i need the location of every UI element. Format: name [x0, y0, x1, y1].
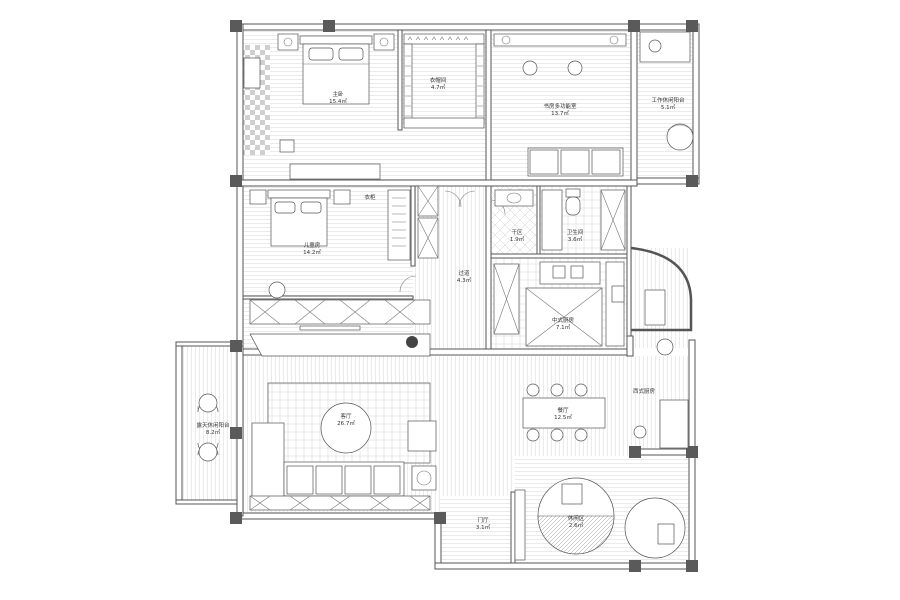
area-child-room: 14.2㎡ [303, 248, 321, 256]
kitchen-fixtures [493, 261, 674, 356]
master-bedroom-furniture [243, 33, 395, 180]
area-master-bedroom: 15.4㎡ [329, 97, 347, 105]
living-room-furniture [249, 382, 437, 511]
area-walk-in-closet: 4.7㎡ [431, 83, 446, 91]
label-kitchen: 中式厨房 [552, 316, 575, 324]
child-room-furniture [249, 185, 439, 357]
dining-furniture [522, 383, 689, 449]
label-western-kitchen: 西式厨房 [633, 387, 656, 395]
area-entrance: 3.1㎡ [476, 523, 491, 531]
label-living-room: 客厅 [340, 412, 352, 420]
area-hallway: 4.3㎡ [457, 276, 472, 284]
area-multi-room: 13.7㎡ [551, 109, 569, 117]
area-kitchen: 7.1㎡ [556, 323, 571, 331]
columns [230, 20, 698, 572]
area-dining-room: 12.5㎡ [554, 413, 572, 421]
area-living-room: 26.7㎡ [337, 419, 355, 427]
label-leisure-balcony: 露天休闲阳台 [196, 421, 230, 429]
area-wash-area: 1.9㎡ [510, 235, 525, 243]
label-wash-area: 干区 [511, 229, 523, 236]
label-dining-room: 餐厅 [557, 406, 569, 414]
label-work-balcony: 工作休闲阳台 [651, 96, 685, 104]
area-tea-area: 2.6㎡ [569, 521, 584, 529]
closet-furniture [403, 33, 485, 129]
label-master-bedroom: 主卧 [332, 90, 344, 98]
label-hallway: 过道 [458, 269, 470, 277]
label-tea-area: 休闲区 [568, 514, 585, 522]
room-labels: 主卧 15.4㎡ 衣帽间 4.7㎡ 书房多功能室 13.7㎡ 工作休闲阳台 5.… [196, 76, 685, 531]
area-leisure-balcony: 8.2㎡ [206, 428, 221, 436]
leisure-balcony-furniture [197, 393, 219, 462]
bathroom-fixtures [494, 188, 626, 251]
work-balcony-furniture [639, 31, 694, 151]
area-bathroom: 3.6㎡ [568, 235, 583, 243]
label-closet-small: 衣柜 [364, 193, 376, 201]
label-entrance: 门厅 [477, 516, 489, 524]
label-multi-room: 书房多功能室 [543, 102, 577, 110]
label-bathroom: 卫生间 [567, 228, 584, 236]
entrance-furniture [514, 477, 686, 561]
label-walk-in-closet: 衣帽间 [430, 76, 447, 84]
label-child-room: 儿童房 [304, 241, 321, 249]
area-work-balcony: 5.1㎡ [661, 103, 676, 111]
study-furniture [493, 33, 627, 177]
